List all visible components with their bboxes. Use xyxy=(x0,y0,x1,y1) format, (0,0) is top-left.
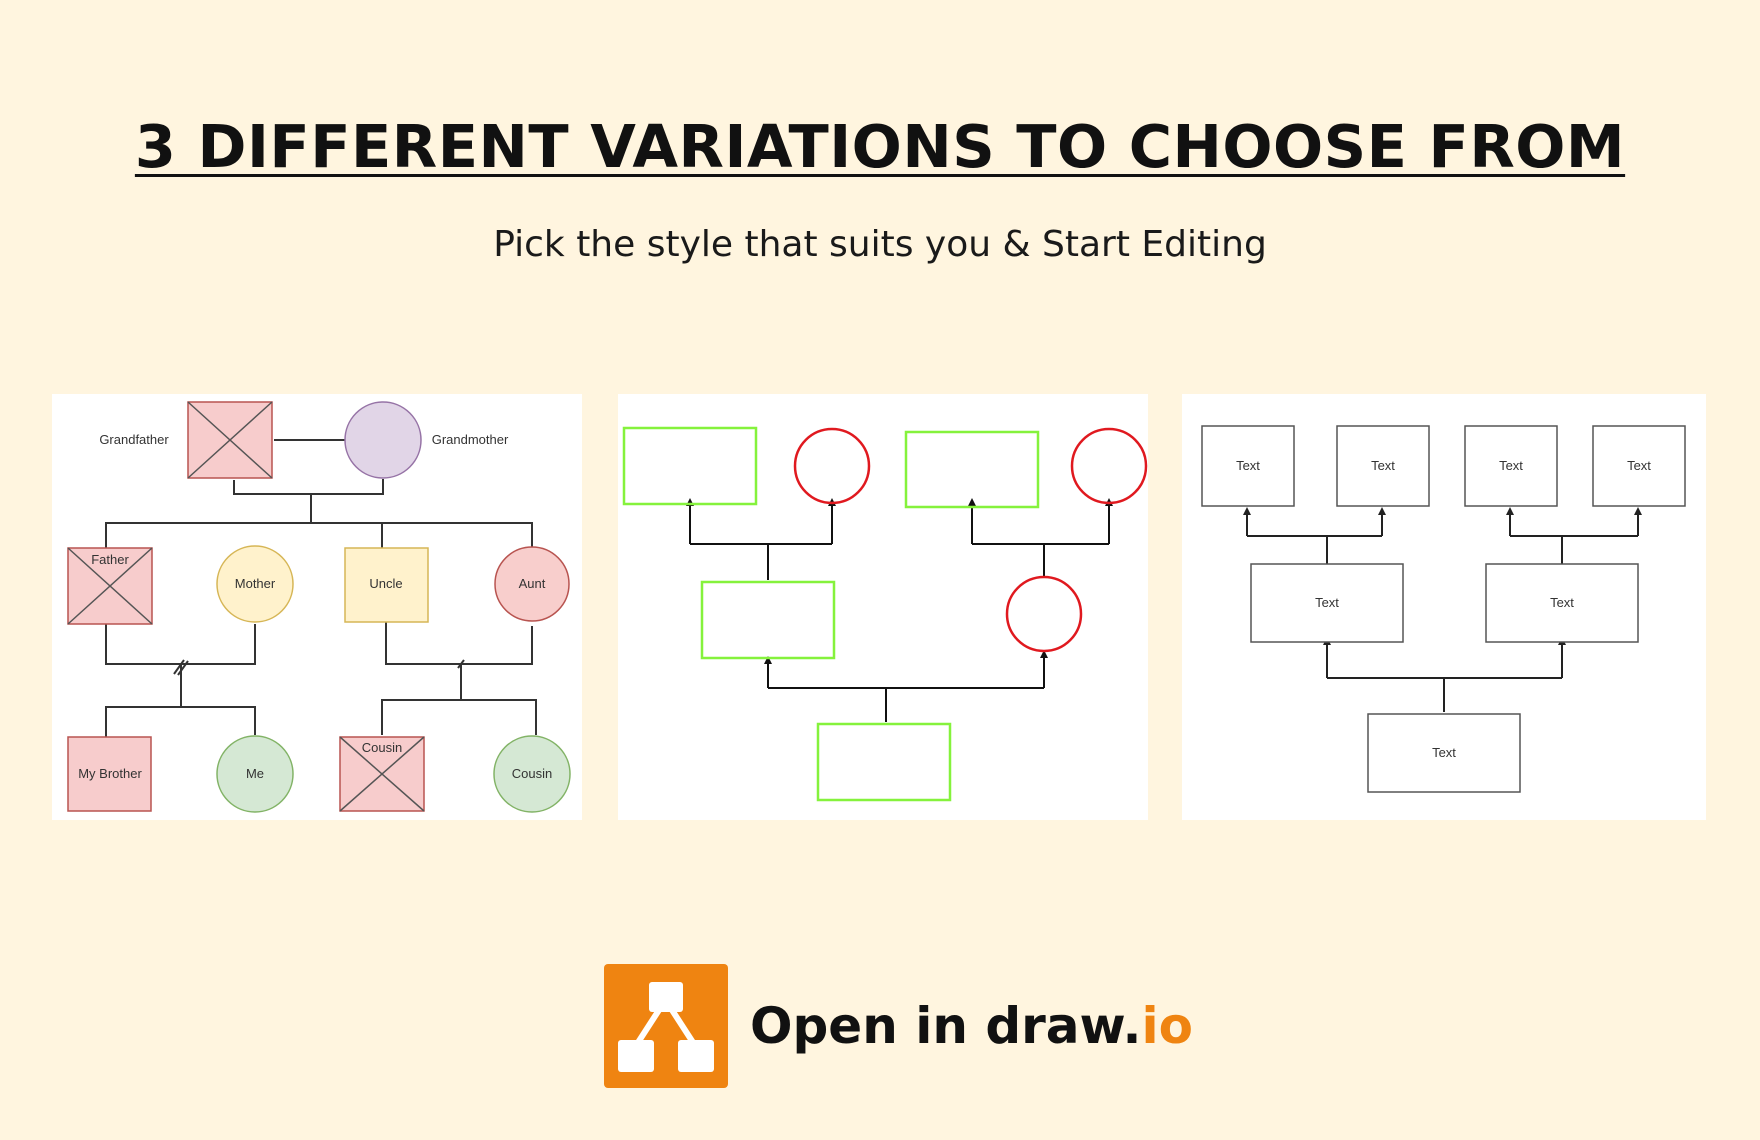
variation-1-genogram[interactable]: Grandfather Grandmother Father Mother Un… xyxy=(52,394,582,820)
tree-3-box-top-1[interactable] xyxy=(1201,425,1295,507)
tree-2-circle-top-1[interactable] xyxy=(793,427,871,505)
drawio-logo-icon xyxy=(604,964,728,1088)
grandfather-node[interactable] xyxy=(187,401,273,479)
open-in-drawio-label[interactable]: Open in draw.io xyxy=(750,997,1194,1055)
cousin-left-node[interactable]: Cousin xyxy=(339,736,425,812)
tree-2-box-top-2[interactable] xyxy=(904,430,1040,509)
page-subtitle: Pick the style that suits you & Start Ed… xyxy=(493,224,1267,265)
open-in-drawio-link[interactable]: Open in draw.io xyxy=(604,964,1193,1088)
tree-2-box-top-1[interactable] xyxy=(622,426,758,506)
cousin-left-label: Cousin xyxy=(362,740,402,755)
tree-3-label-top-2: Text xyxy=(1371,458,1395,473)
tree-3-box-top-4[interactable] xyxy=(1592,425,1686,507)
brother-node[interactable]: My Brother xyxy=(67,736,152,812)
tree-2-box-middle[interactable] xyxy=(700,580,836,660)
tree-3-label-mid-1: Text xyxy=(1315,595,1339,610)
cousin-right-label: Cousin xyxy=(512,766,552,781)
grandfather-label: Grandfather xyxy=(99,432,169,447)
me-node[interactable]: Me xyxy=(216,735,294,813)
tree-2-box-bottom[interactable] xyxy=(816,722,952,802)
tree-3-label-top-1: Text xyxy=(1236,458,1260,473)
tree-2-connectors xyxy=(689,504,1110,722)
variation-3-text-tree[interactable]: Text Text Text Text Text Text Text xyxy=(1182,394,1706,820)
tree-3-label-bottom: Text xyxy=(1432,745,1456,760)
tree-3-box-bottom[interactable] xyxy=(1367,713,1521,793)
tree-2-circle-middle[interactable] xyxy=(1005,575,1083,653)
variation-2-outline-tree[interactable] xyxy=(618,394,1148,820)
tree-3-box-top-2[interactable] xyxy=(1336,425,1430,507)
aunt-label: Aunt xyxy=(519,576,546,591)
uncle-node[interactable]: Uncle xyxy=(344,547,429,623)
mother-node[interactable]: Mother xyxy=(216,545,294,623)
page-title: 3 DIFFERENT VARIATIONS TO CHOOSE FROM xyxy=(134,112,1626,181)
tree-3-box-mid-2[interactable] xyxy=(1485,563,1639,643)
tree-3-connectors xyxy=(1246,514,1639,712)
me-label: Me xyxy=(246,766,264,781)
tree-3-box-mid-1[interactable] xyxy=(1250,563,1404,643)
father-label: Father xyxy=(91,552,129,567)
mother-label: Mother xyxy=(235,576,276,591)
cousin-right-node[interactable]: Cousin xyxy=(493,735,571,813)
tree-3-box-top-3[interactable] xyxy=(1464,425,1558,507)
tree-2-circle-top-2[interactable] xyxy=(1070,427,1148,505)
genogram-connectors xyxy=(105,439,537,737)
brother-label: My Brother xyxy=(78,766,142,781)
grandmother-node[interactable] xyxy=(344,401,422,479)
uncle-label: Uncle xyxy=(369,576,402,591)
tree-3-label-mid-2: Text xyxy=(1550,595,1574,610)
tree-3-label-top-3: Text xyxy=(1499,458,1523,473)
grandmother-label: Grandmother xyxy=(432,432,509,447)
tree-3-label-top-4: Text xyxy=(1627,458,1651,473)
father-node[interactable] xyxy=(67,547,153,625)
aunt-node[interactable]: Aunt xyxy=(494,546,570,622)
